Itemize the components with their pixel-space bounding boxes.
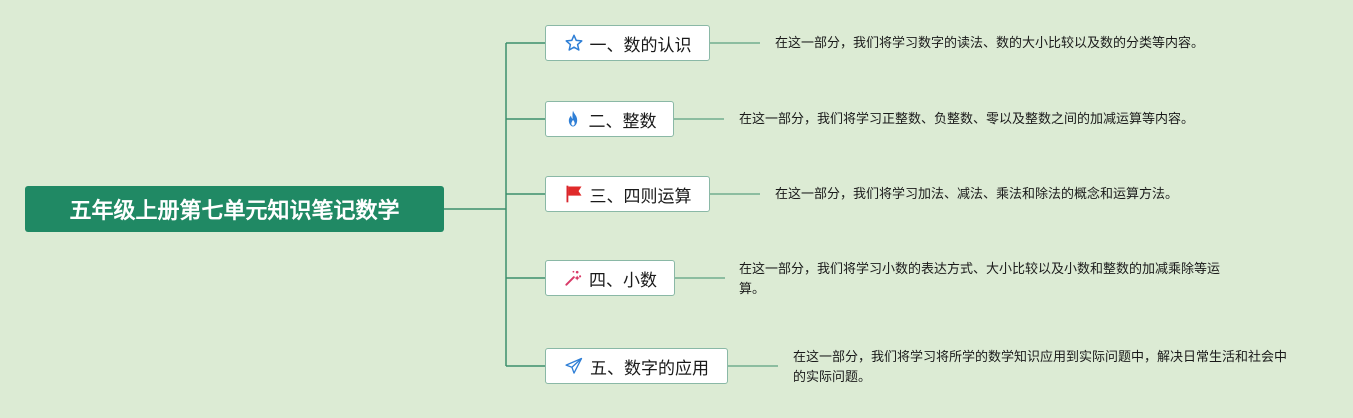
branch-number-recognition[interactable]: 一、数的认识 xyxy=(545,25,710,61)
branch-label: 一、数的认识 xyxy=(589,35,692,56)
branch-decimals[interactable]: 四、小数 xyxy=(545,260,675,296)
note-number-recognition: 在这一部分，我们将学习数字的读法、数的大小比较以及数的分类等内容。 xyxy=(775,36,1205,51)
note-integers: 在这一部分，我们将学习正整数、负整数、零以及整数之间的加减运算等内容。 xyxy=(739,112,1195,127)
red-flag-icon xyxy=(564,184,584,204)
note-decimals: 在这一部分，我们将学习小数的表达方式、大小比较以及小数和整数的加减乘除等运算。 xyxy=(739,262,1221,297)
note-number-applications: 在这一部分，我们将学习将所学的数学知识应用到实际问题中，解决日常生活和社会中的实… xyxy=(793,350,1288,385)
star-outline-icon xyxy=(564,33,584,53)
branch-label: 五、数字的应用 xyxy=(590,358,709,379)
branch-number-applications[interactable]: 五、数字的应用 xyxy=(545,348,728,384)
magic-wand-icon xyxy=(563,268,583,288)
note-four-operations: 在这一部分，我们将学习加法、减法、乘法和除法的概念和运算方法。 xyxy=(775,187,1179,202)
branch-integers[interactable]: 二、整数 xyxy=(545,101,674,137)
branch-label: 二、整数 xyxy=(588,111,657,132)
flame-icon xyxy=(563,109,583,129)
paper-plane-icon xyxy=(564,356,584,376)
branch-label: 四、小数 xyxy=(589,270,657,291)
root-topic[interactable]: 五年级上册第七单元知识笔记数学 xyxy=(25,186,444,232)
root-title: 五年级上册第七单元知识笔记数学 xyxy=(69,199,400,224)
branch-four-operations[interactable]: 三、四则运算 xyxy=(545,176,710,212)
branch-label: 三、四则运算 xyxy=(589,186,692,207)
